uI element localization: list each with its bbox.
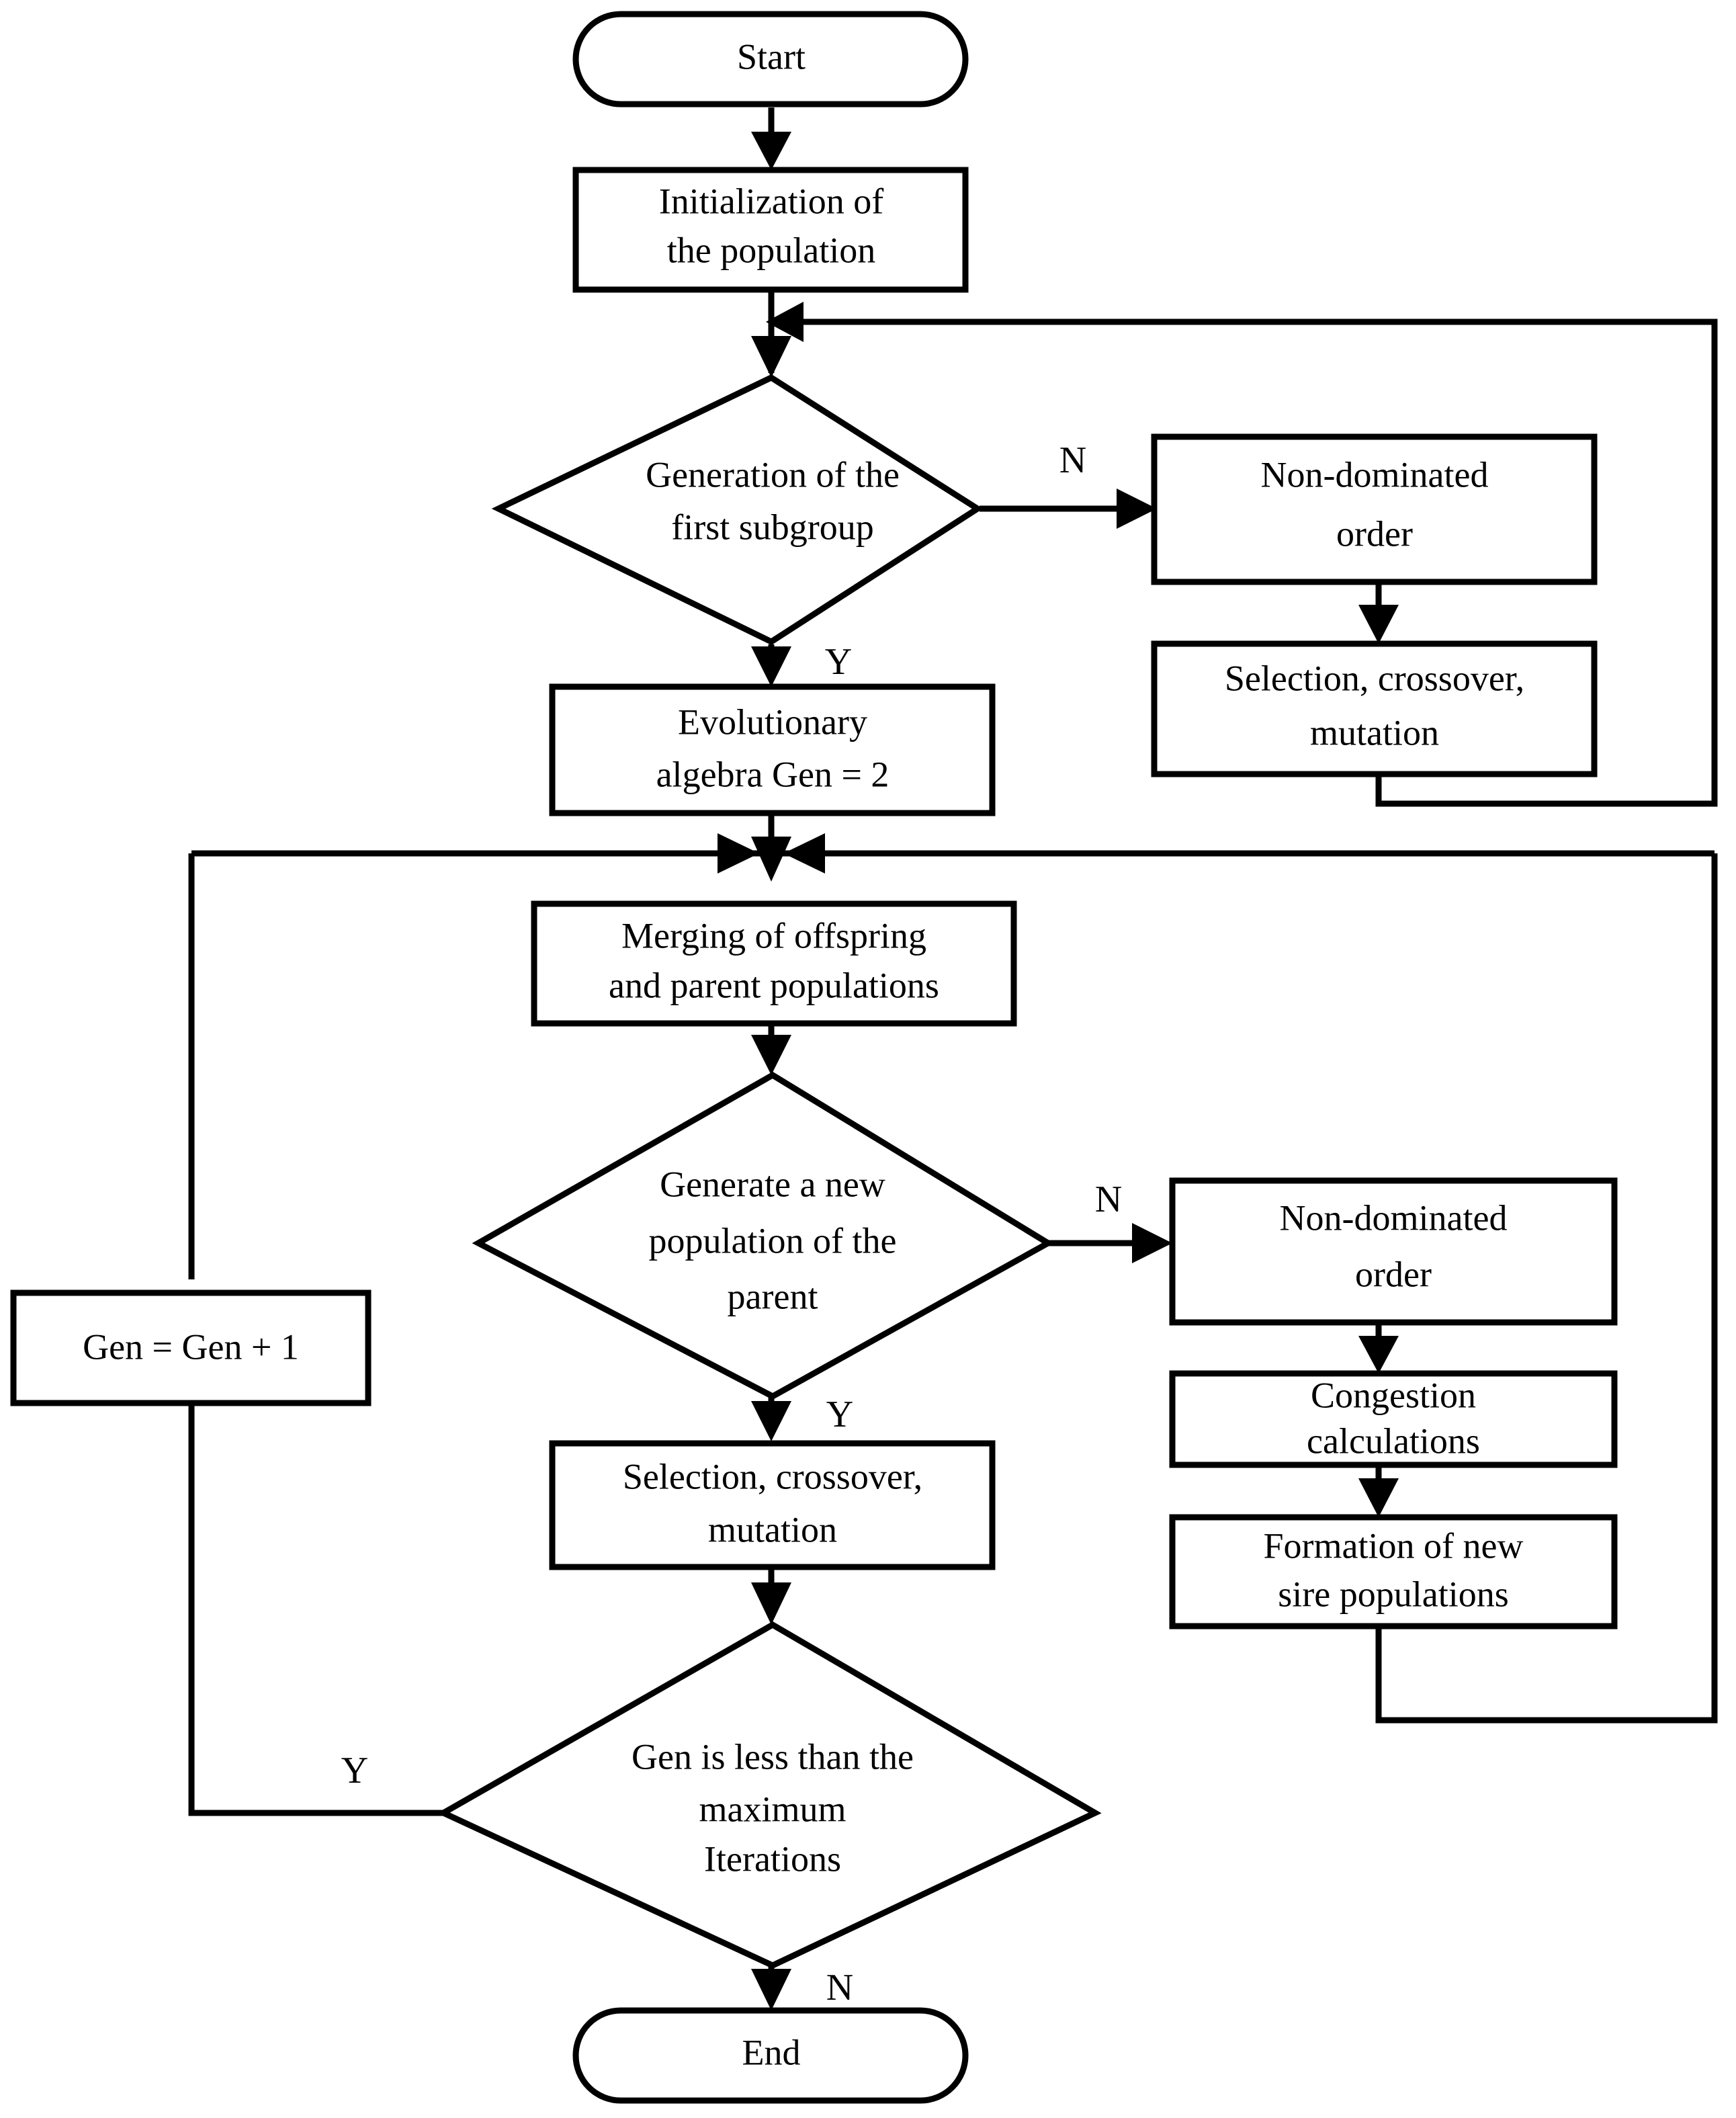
evolutionary-algebra-shape	[549, 683, 996, 816]
connectors-layer	[171, 108, 1718, 2010]
node-nondominated-order-1[interactable]: Non-dominated order	[1151, 433, 1598, 585]
arrowhead-nd1-to-scm1	[1358, 605, 1399, 644]
arrowhead-feedback-loop-1	[766, 302, 804, 342]
decision-new-parent-shape	[472, 1071, 1054, 1400]
merging-populations-line2: and parent populations	[609, 965, 939, 1005]
scm1-line2: mutation	[1310, 712, 1439, 753]
init-population-shape	[572, 167, 969, 293]
decision-new-parent-line2: population of the	[649, 1220, 897, 1261]
decision-first-subgroup-shape	[491, 374, 984, 646]
nondominated-order-1-line2: order	[1336, 513, 1413, 554]
nondominated-order-1-shape	[1151, 433, 1598, 585]
arrowhead-nd2-to-congestion	[1358, 1336, 1399, 1373]
arrowhead-decision3-no	[751, 1969, 791, 2010]
merging-populations-shape	[531, 900, 1017, 1027]
decision-max-iterations-line2: maximum	[699, 1789, 847, 1829]
gen-increment-shape	[10, 1289, 372, 1406]
edge-decision3-yes	[188, 1337, 443, 1816]
selection-crossover-mutation-2-shape	[549, 1440, 996, 1570]
evolutionary-algebra-line1: Evolutionary	[678, 702, 867, 742]
arrowhead-decision2-yes	[751, 1401, 791, 1441]
edge-formation-to-junction	[1375, 853, 1718, 1724]
gen-increment-line1: Gen = Gen + 1	[83, 1326, 299, 1367]
edge-feedback-loop-1	[797, 319, 1718, 807]
scm1-line1: Selection, crossover,	[1225, 658, 1524, 698]
branch-label-first-subgroup-no: N	[1059, 439, 1086, 481]
formation-new-sire-shape	[1169, 1514, 1618, 1629]
decision-first-subgroup-line2: first subgroup	[671, 507, 873, 547]
decision-first-subgroup-line1: Generation of the	[646, 454, 900, 495]
arrowhead-decision2-no	[1132, 1223, 1172, 1263]
nondominated-order-2-line1: Non-dominated	[1280, 1197, 1508, 1238]
node-selection-crossover-mutation-1[interactable]: Selection, crossover, mutation	[1151, 640, 1598, 777]
decision-new-parent-line1: Generate a new	[660, 1164, 885, 1204]
nondominated-order-2-line2: order	[1355, 1254, 1432, 1294]
branch-label-max-iterations-no: N	[826, 1967, 853, 2008]
formation-new-sire-line1: Formation of new	[1264, 1525, 1524, 1566]
congestion-calculations-line2: calculations	[1307, 1421, 1480, 1461]
arrowhead-init-to-decision1	[751, 336, 791, 378]
arrowhead-merge-to-decision2	[751, 1035, 791, 1075]
node-nondominated-order-2[interactable]: Non-dominated order	[1169, 1177, 1618, 1326]
arrowhead-scm2-to-decision3	[751, 1582, 791, 1625]
node-gen-increment[interactable]: Gen = Gen + 1	[10, 1289, 372, 1406]
node-selection-crossover-mutation-2[interactable]: Selection, crossover, mutation	[549, 1440, 996, 1570]
node-decision-new-parent-population[interactable]: Generate a new population of the parent	[472, 1071, 1054, 1400]
start-label: Start	[737, 36, 806, 77]
end-terminator-shape	[572, 2007, 969, 2104]
node-end[interactable]: End	[572, 2007, 969, 2104]
nondominated-order-1-line1: Non-dominated	[1261, 454, 1489, 495]
start-terminator-shape	[572, 11, 969, 108]
node-formation-new-sire[interactable]: Formation of new sire populations	[1169, 1514, 1618, 1629]
node-decision-max-iterations[interactable]: Gen is less than the maximum Iterations	[437, 1621, 1102, 1969]
evolutionary-algebra-line2: algebra Gen = 2	[656, 754, 889, 794]
end-label: End	[742, 2032, 801, 2072]
congestion-calculations-shape	[1169, 1370, 1618, 1468]
arrowhead-congestion-to-formation	[1358, 1478, 1399, 1517]
arrowhead-start-to-init	[751, 132, 791, 170]
node-evolutionary-algebra[interactable]: Evolutionary algebra Gen = 2	[549, 683, 996, 816]
arrowhead-right-into-junction	[783, 833, 825, 874]
branch-label-max-iterations-yes: Y	[341, 1750, 368, 1791]
nondominated-order-2-shape	[1169, 1177, 1618, 1326]
branch-label-first-subgroup-yes: Y	[825, 641, 852, 683]
node-start[interactable]: Start	[572, 11, 969, 108]
arrowhead-decision1-no	[1117, 489, 1157, 529]
branch-label-new-parent-yes: Y	[826, 1394, 853, 1435]
init-population-line2: the population	[667, 230, 875, 270]
selection-crossover-mutation-1-shape	[1151, 640, 1598, 777]
arrowhead-decision1-yes	[751, 646, 791, 687]
decision-new-parent-line3: parent	[728, 1276, 818, 1316]
branch-label-new-parent-no: N	[1095, 1179, 1122, 1220]
node-decision-first-subgroup[interactable]: Generation of the first subgroup	[491, 374, 984, 646]
congestion-calculations-line1: Congestion	[1311, 1375, 1476, 1415]
arrowhead-left-into-junction	[718, 833, 759, 874]
branch-labels-layer: N Y N Y Y N	[341, 439, 1122, 2008]
merging-populations-line1: Merging of offspring	[621, 915, 926, 956]
scm2-line2: mutation	[708, 1509, 837, 1550]
node-congestion-calculations[interactable]: Congestion calculations	[1169, 1370, 1618, 1468]
arrowhead-evo-to-merge	[751, 837, 791, 882]
decision-max-iterations-line3: Iterations	[704, 1838, 841, 1879]
formation-new-sire-line2: sire populations	[1278, 1574, 1508, 1614]
node-init-population[interactable]: Initialization of the population	[572, 167, 969, 293]
node-merging-populations[interactable]: Merging of offspring and parent populati…	[531, 900, 1017, 1027]
decision-max-iterations-line1: Gen is less than the	[632, 1736, 914, 1777]
init-population-line1: Initialization of	[659, 181, 883, 221]
decision-max-iterations-shape	[437, 1621, 1102, 1969]
scm2-line1: Selection, crossover,	[623, 1456, 922, 1496]
